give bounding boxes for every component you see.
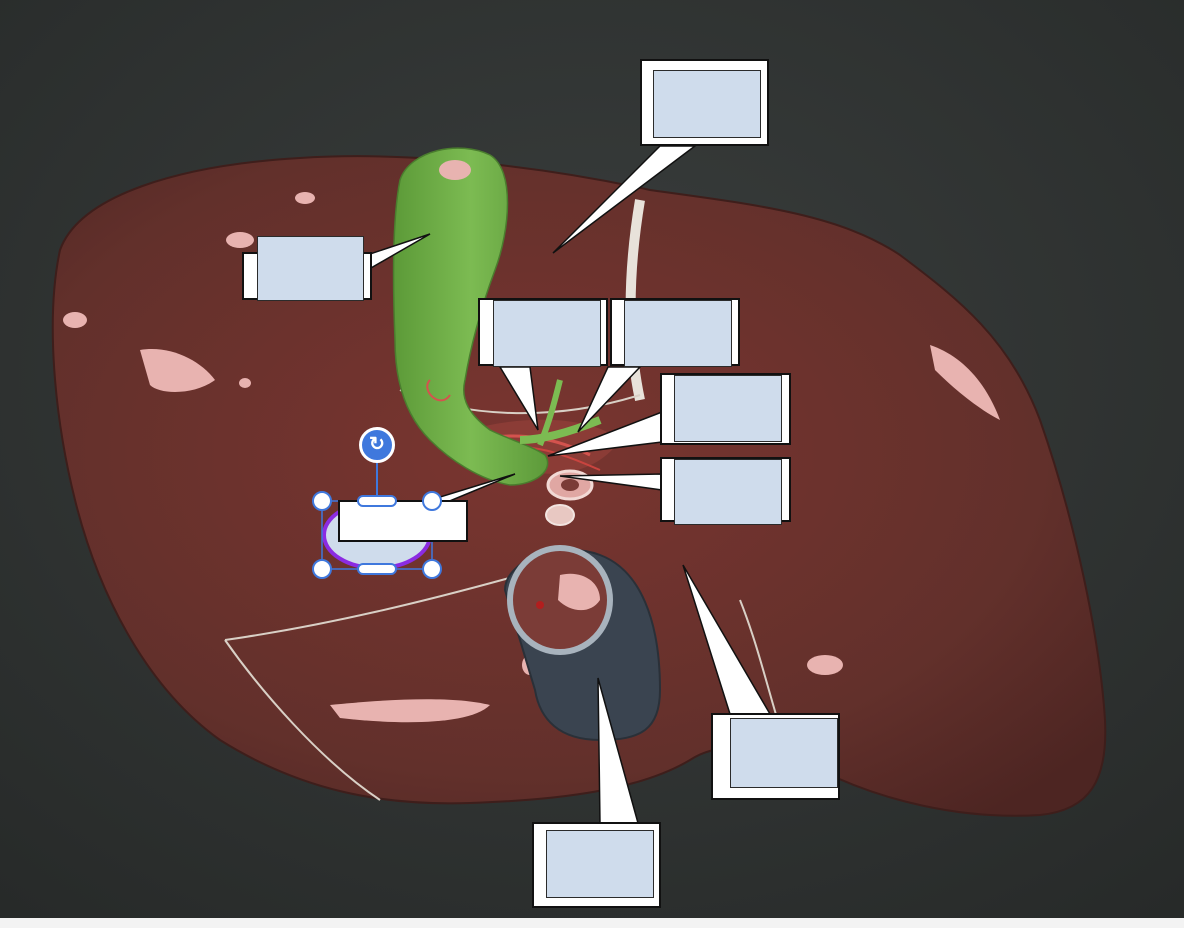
vessel-dot [536, 601, 544, 609]
paint-chip [63, 312, 87, 328]
cystic-artery [426, 379, 451, 402]
resize-handle-bottom[interactable] [357, 563, 397, 575]
rotate-icon[interactable]: ↻ [359, 427, 395, 463]
resize-handle-bottom-left[interactable] [312, 559, 332, 579]
label-box-9[interactable] [546, 830, 654, 898]
paint-chip [295, 192, 315, 204]
paint-chip [439, 160, 471, 180]
paint-chip [239, 378, 251, 388]
label-box-7[interactable] [338, 502, 454, 566]
paint-chip [930, 345, 1000, 420]
label-frame [338, 500, 468, 542]
callout-pointer [552, 145, 698, 254]
portal-vein-lumen [561, 479, 579, 491]
label-box-6[interactable] [674, 459, 782, 525]
ligament [545, 504, 575, 526]
label-box-2[interactable] [257, 236, 364, 301]
label-box-4[interactable] [624, 300, 732, 367]
resize-handle-top-right[interactable] [422, 491, 442, 511]
paint-chip [140, 349, 215, 392]
label-box-5[interactable] [674, 375, 782, 442]
resize-handle-top-left[interactable] [312, 491, 332, 511]
lobe-line [224, 574, 521, 641]
label-box-3[interactable] [493, 300, 601, 367]
resize-handle-bottom-right[interactable] [422, 559, 442, 579]
cystic-duct [519, 416, 602, 444]
callout-pointer [498, 366, 539, 431]
paint-chip [226, 232, 254, 248]
resize-handle-top[interactable] [357, 495, 397, 507]
callout-pointer [577, 366, 642, 433]
paint-chip [558, 573, 600, 611]
paint-chip [330, 699, 490, 723]
label-box-8[interactable] [730, 718, 838, 788]
canvas-bottom-edge [0, 918, 1184, 928]
lobe-line [224, 639, 381, 801]
paint-chip [807, 655, 843, 675]
label-box-1[interactable] [653, 70, 761, 138]
hepatic-duct [537, 379, 563, 447]
falciform-ligament [625, 199, 645, 402]
